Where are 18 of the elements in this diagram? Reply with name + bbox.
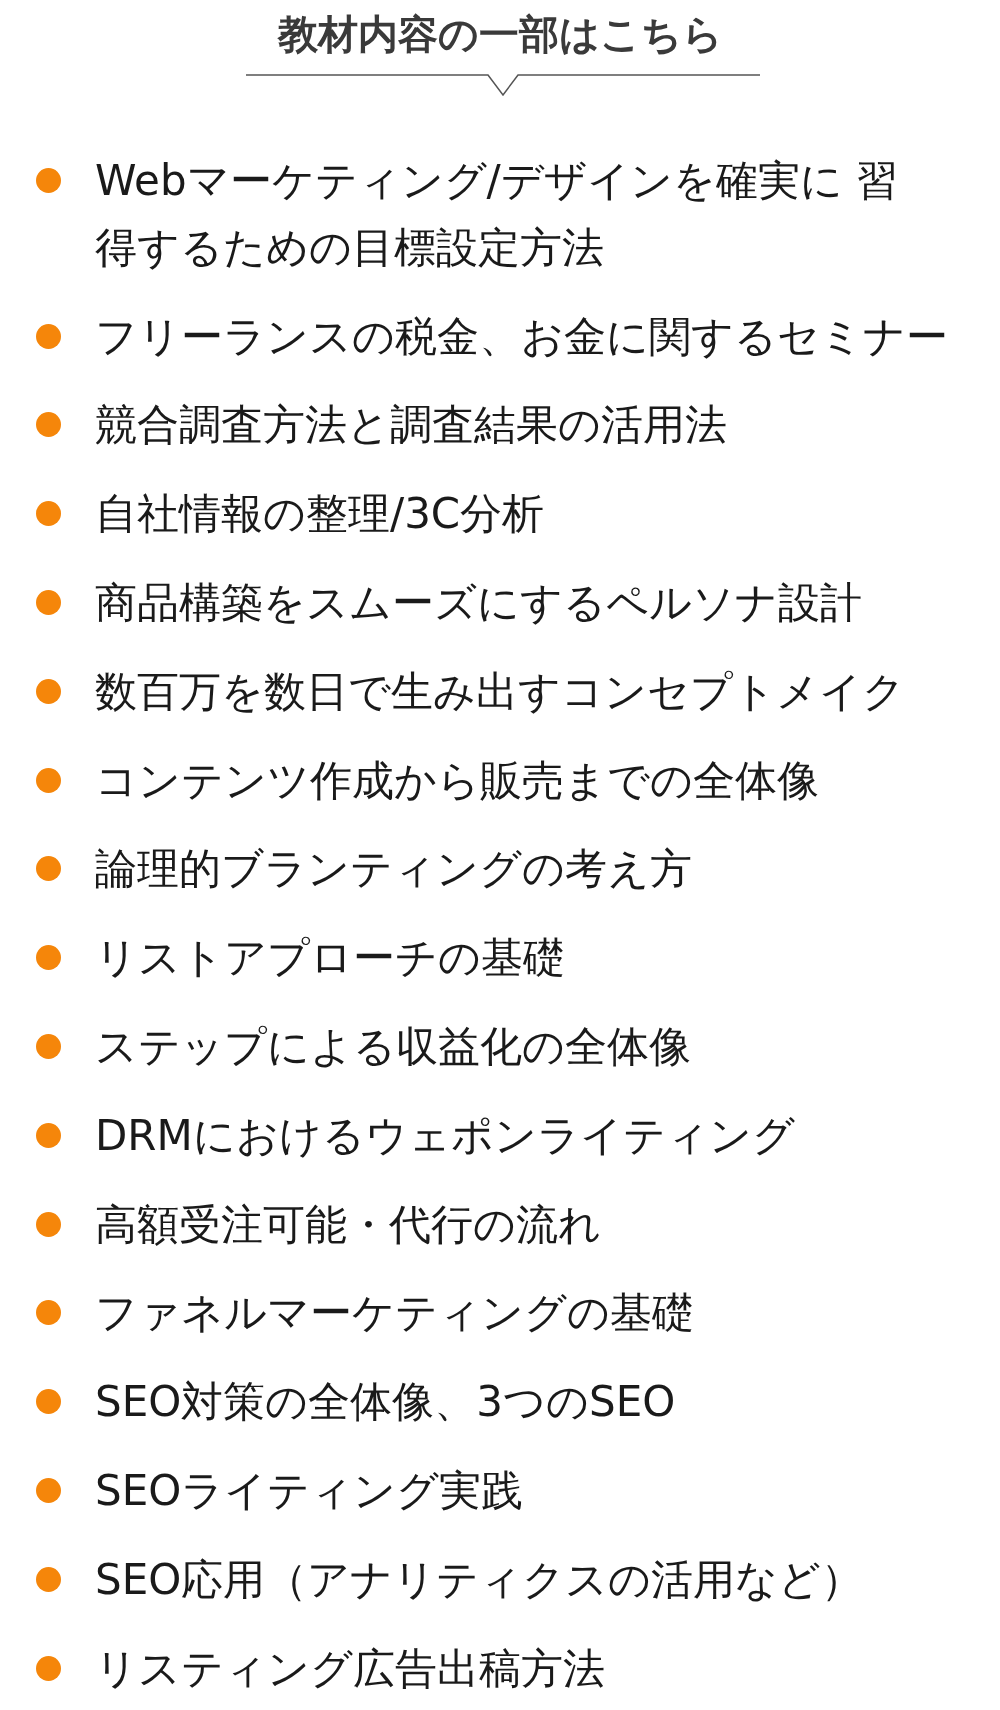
list-item-text: リスティング広告出稿方法 <box>95 1642 605 1695</box>
list-item-text: ファネルマーケティングの基礎 <box>95 1287 694 1340</box>
list-item-text: 競合調査方法と調査結果の活用法 <box>95 399 727 452</box>
list-item-text: 数百万を数日で生み出すコンセプトメイク <box>95 665 905 718</box>
list-item-text: SEO応用（アナリティクスの活用など） <box>95 1553 864 1606</box>
list-item-text: DRMにおけるウェポンライティング <box>95 1109 795 1162</box>
list-item-text: SEO対策の全体像、3つのSEO <box>95 1376 676 1429</box>
list-item-text: フリーランスの税金、お金に関するセミナー <box>95 310 948 363</box>
list-item-text: Webマーケティング/デザインを確実に 習得するための目標設定方法 <box>95 154 900 274</box>
list-item-text: 商品構築をスムーズにするペルソナ設計 <box>95 576 862 629</box>
heading: 教材内容の一部はこちら <box>277 10 723 59</box>
list-item-text: 自社情報の整理/3C分析 <box>95 488 545 541</box>
list-item-text: 論理的ブランティングの考え方 <box>95 843 692 896</box>
list-item-text: リストアプローチの基礎 <box>95 932 565 985</box>
list-item-text: 高額受注可能・代行の流れ <box>95 1198 601 1251</box>
list-item-text: ステップによる収益化の全体像 <box>95 1020 691 1073</box>
list-item-text: コンテンツ作成から販売までの全体像 <box>95 754 819 807</box>
list-item-text: SEOライティング実践 <box>95 1464 524 1517</box>
